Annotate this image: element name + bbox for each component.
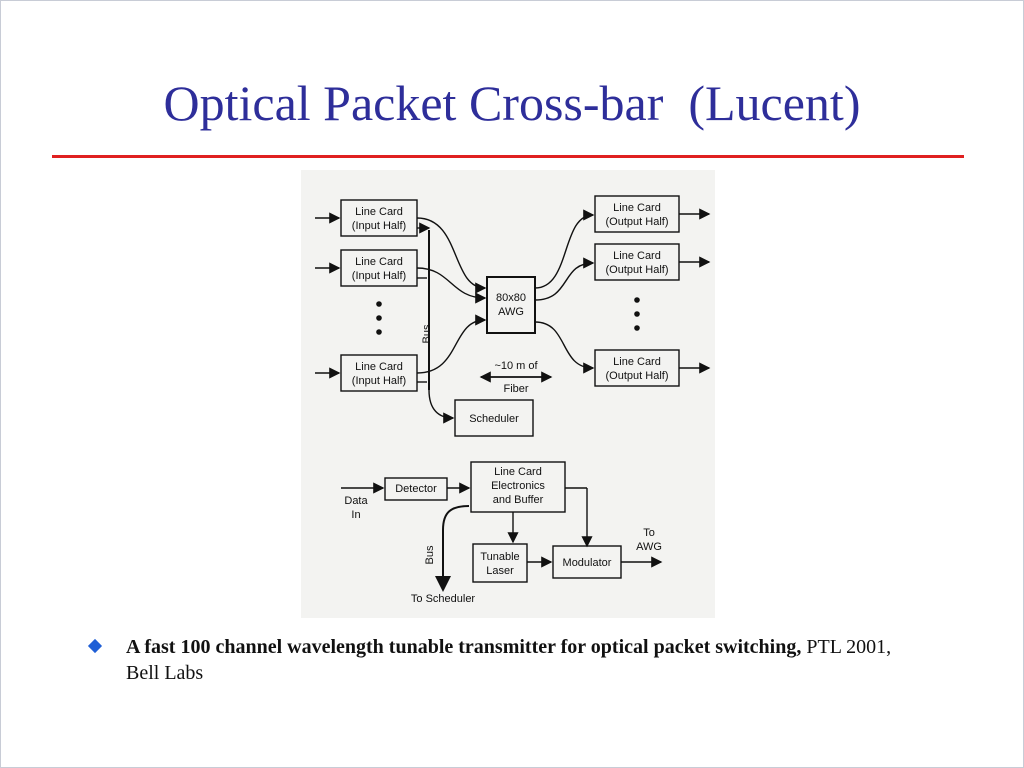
- to-scheduler-label: To Scheduler: [411, 593, 476, 605]
- slide-title: Optical Packet Cross-bar (Lucent): [163, 75, 861, 131]
- input-card-3-label-1: Line Card: [355, 361, 403, 373]
- tunable-laser-label-1: Tunable: [480, 551, 519, 563]
- output-card-1-label-1: Line Card: [613, 202, 661, 214]
- data-in-label-1: Data: [344, 495, 368, 507]
- input-card-2-label-1: Line Card: [355, 256, 403, 268]
- awg-label-1: 80x80: [496, 292, 526, 304]
- input-card-2-label-2: (Input Half): [352, 270, 406, 282]
- tunable-laser-label-2: Laser: [486, 565, 514, 577]
- to-awg-label-1: To: [643, 527, 655, 539]
- tunable-laser-box: [472, 543, 528, 583]
- bus-label: Bus: [421, 324, 433, 343]
- bullet-reference: A fast 100 channel wavelength tunable tr…: [126, 634, 916, 686]
- to-awg-label-2: AWG: [636, 541, 662, 553]
- scheduler-box: [454, 399, 534, 437]
- detector-box: [384, 477, 448, 501]
- output-card-1-label-2: (Output Half): [606, 216, 669, 228]
- continuation-dots: [376, 297, 640, 335]
- detector-label: Detector: [395, 483, 437, 495]
- bus-label-bottom: Bus: [424, 545, 436, 564]
- bullet-bold-text: A fast 100 channel wavelength tunable tr…: [126, 636, 802, 658]
- awg-box: [486, 276, 536, 334]
- crossbar-diagram: Line Card (Input Half) Line Card (Input …: [301, 170, 715, 618]
- title-underline: [52, 155, 964, 158]
- fiber-label-2: Fiber: [503, 383, 528, 395]
- bullet-citation: PTL 2001, Bell Labs: [126, 636, 892, 684]
- fiber-label-1: ~10 m of: [494, 360, 538, 372]
- electronics-label-3: and Buffer: [493, 494, 544, 506]
- electronics-label-2: Electronics: [491, 480, 545, 492]
- output-card-2-label-2: (Output Half): [606, 264, 669, 276]
- modulator-label: Modulator: [563, 557, 612, 569]
- awg-label-2: AWG: [498, 306, 524, 318]
- data-in-label-2: In: [351, 509, 360, 521]
- electronics-box: [470, 461, 566, 513]
- output-card-2-label-1: Line Card: [613, 250, 661, 262]
- electronics-label-1: Line Card: [494, 466, 542, 478]
- output-card-3-label-2: (Output Half): [606, 370, 669, 382]
- output-card-3-label-1: Line Card: [613, 356, 661, 368]
- input-card-1-label-2: (Input Half): [352, 220, 406, 232]
- scheduler-label: Scheduler: [469, 413, 519, 425]
- input-card-1-label-1: Line Card: [355, 206, 403, 218]
- input-card-3-label-2: (Input Half): [352, 375, 406, 387]
